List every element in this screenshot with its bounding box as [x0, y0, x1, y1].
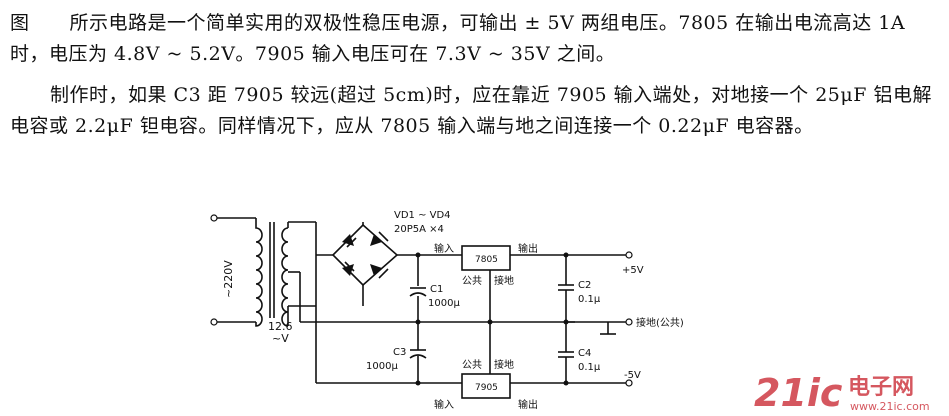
capacitor-c4: C4 0.1μ	[558, 322, 601, 383]
ground-label: 接地(公共)	[636, 316, 684, 329]
mains-voltage-label: ~220V	[222, 260, 235, 298]
capacitor-c1: C1 1000μ	[409, 284, 460, 322]
transformer: 12.6 ~V	[255, 218, 575, 345]
reg-top-out-label: 输出	[518, 242, 538, 255]
reg-bottom-in-label: 输入	[434, 398, 454, 411]
watermark-url: www.21ic.com	[850, 400, 930, 413]
reg-bottom-out-label: 输出	[518, 398, 538, 411]
diode-vd4	[370, 264, 389, 279]
paragraph-1: 图所示电路是一个简单实用的双极性稳压电源，可输出 ± 5V 两组电压。7805 …	[10, 8, 940, 70]
reg-bottom-common-label: 公共	[462, 359, 482, 371]
c3-value: 1000μ	[366, 361, 398, 372]
c1-value: 1000μ	[428, 298, 460, 309]
output-negative-label: -5V	[624, 370, 641, 381]
capacitor-c2: C2 0.1μ	[558, 255, 601, 322]
reg-bottom-gnd-label: 接地	[494, 358, 514, 371]
capacitor-c3: C3 1000μ	[366, 322, 427, 383]
watermark-logo: 21ic 电子网 www.21ic.com	[754, 371, 930, 415]
reg-top-gnd-label: 接地	[494, 274, 514, 287]
paragraph-2-text: 制作时，如果 C3 距 7905 较远(超过 5cm)时，应在靠近 7905 输…	[10, 84, 932, 137]
secondary-voltage-label-2: ~V	[272, 332, 289, 345]
c4-name: C4	[578, 348, 591, 359]
paragraph-1-text: 所示电路是一个简单实用的双极性稳压电源，可输出 ± 5V 两组电压。7805 在…	[10, 12, 906, 65]
regulator-7805: 7805 输入 输出 公共 接地	[434, 242, 538, 322]
bridge-label-1: VD1 ~ VD4	[394, 210, 451, 221]
watermark-brand: 21ic	[754, 371, 843, 415]
mains-input: ~220V	[210, 214, 256, 326]
diode-vd1	[342, 234, 357, 248]
watermark-chinese: 电子网	[848, 375, 914, 400]
c3-name: C3	[393, 347, 406, 358]
reg-top-in-label: 输入	[434, 242, 454, 255]
output-positive-label: +5V	[622, 265, 644, 276]
bridge-rectifier: VD1 ~ VD4 20P5A ×4	[315, 210, 451, 306]
diode-vd2	[370, 231, 389, 246]
figure-label: 图	[10, 12, 30, 34]
reg-top-common-label: 公共	[462, 275, 482, 287]
paragraph-2: 制作时，如果 C3 距 7905 较远(超过 5cm)时，应在靠近 7905 输…	[10, 80, 940, 142]
reg-bottom-name: 7905	[475, 383, 498, 393]
bridge-label-2: 20P5A ×4	[394, 224, 444, 235]
c4-value: 0.1μ	[578, 362, 601, 373]
c1-name: C1	[430, 284, 443, 295]
diode-vd3	[342, 261, 355, 276]
secondary-voltage-label: 12.6	[268, 320, 293, 333]
reg-top-name: 7805	[475, 255, 498, 265]
ground-symbol	[600, 322, 616, 335]
regulator-7905: 7905 公共 接地 输入 输出	[434, 322, 538, 411]
c2-value: 0.1μ	[578, 294, 601, 305]
c2-name: C2	[578, 280, 591, 291]
